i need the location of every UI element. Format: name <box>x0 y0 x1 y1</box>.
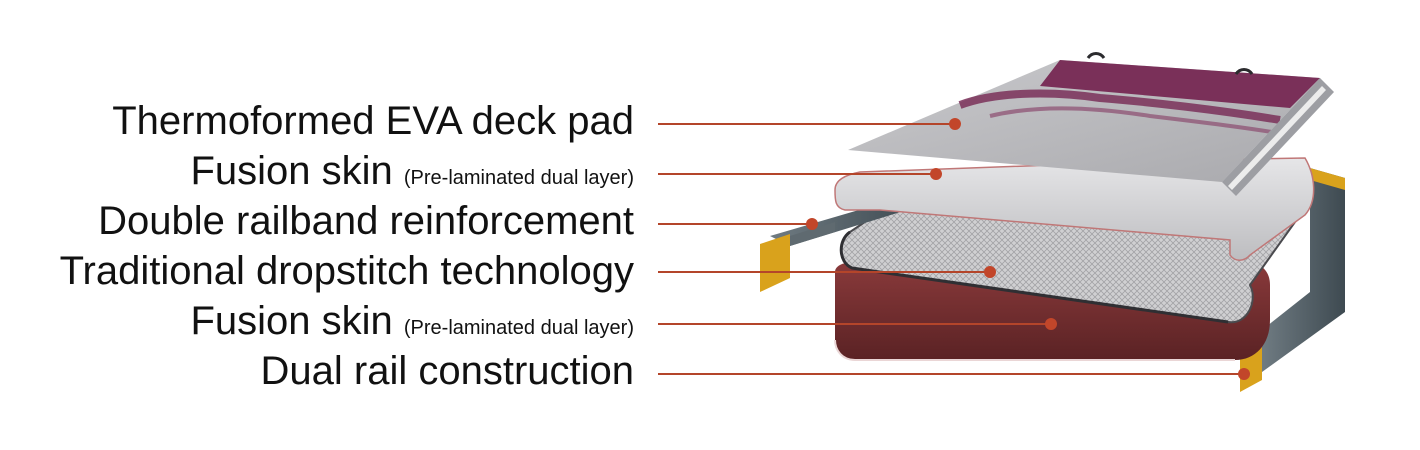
label-deck-pad-text: Thermoformed EVA deck pad <box>112 99 634 143</box>
dot-fusion-skin-bottom <box>1045 318 1057 330</box>
dot-railband <box>806 218 818 230</box>
dot-fusion-skin-top <box>930 168 942 180</box>
label-fusion-skin-top: Fusion skin (Pre-laminated dual layer) <box>190 148 634 201</box>
label-fusion-skin-bottom-note: (Pre-laminated dual layer) <box>403 317 634 339</box>
dot-dropstitch <box>984 266 996 278</box>
label-deck-pad: Thermoformed EVA deck pad <box>112 98 634 144</box>
label-dual-rail: Dual rail construction <box>261 348 635 394</box>
leader-lines <box>658 118 1250 380</box>
label-dropstitch: Traditional dropstitch technology <box>60 248 634 294</box>
dot-deck-pad <box>949 118 961 130</box>
label-fusion-skin-top-text: Fusion skin <box>190 149 393 193</box>
label-dropstitch-text: Traditional dropstitch technology <box>59 249 634 293</box>
label-railband-text: Double railband reinforcement <box>98 199 634 243</box>
label-railband: Double railband reinforcement <box>98 198 634 244</box>
dot-dual-rail <box>1238 368 1250 380</box>
deck-pad <box>848 52 1334 196</box>
label-fusion-skin-bottom-text: Fusion skin <box>190 299 393 343</box>
label-fusion-skin-top-note: (Pre-laminated dual layer) <box>403 167 634 189</box>
label-dual-rail-text: Dual rail construction <box>260 349 635 393</box>
label-fusion-skin-bottom: Fusion skin (Pre-laminated dual layer) <box>190 298 634 351</box>
